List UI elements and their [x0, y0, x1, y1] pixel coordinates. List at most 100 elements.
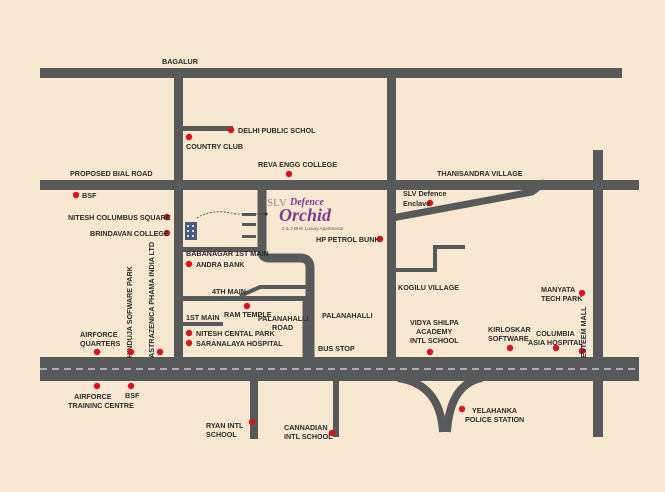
palanahalli-road-label-1: PALANAHALLI — [258, 314, 309, 323]
ram-temple-marker — [243, 302, 251, 310]
canadian-intl-school-label-1: CANNADIAN — [284, 423, 328, 432]
brindavan-college-label: BRINDAVAN COLLEGE — [90, 229, 169, 238]
bsf-top-label: BSF — [82, 191, 97, 200]
country-club-label: COUNTRY CLUB — [186, 142, 243, 151]
slv-defence-enclave-label-1: SLV Defence — [403, 189, 446, 198]
site-pointer-line — [196, 211, 266, 219]
andra-bank-marker — [185, 260, 193, 268]
slv-defence-enclave-label-2: Enclave — [403, 199, 430, 208]
hinduja-software-park-marker — [127, 348, 135, 356]
dps-lane — [183, 126, 233, 131]
canadian-intl-school-marker — [328, 429, 336, 437]
brand-defence-text: Defence — [289, 197, 324, 208]
canadian-intl-school-label-2: INTL SCHOOL — [284, 432, 333, 441]
delhi-public-school-label: DELHI PUBLIC SCHOL — [238, 126, 316, 135]
delhi-public-school-marker — [227, 126, 235, 134]
fourth-main-road — [183, 296, 308, 301]
fourth-main-label: 4TH MAIN — [212, 287, 246, 296]
brand-orchid-text: Orchid — [279, 205, 332, 225]
esteem-mall-marker — [578, 347, 586, 355]
saranalaya-hospital-marker — [185, 339, 193, 347]
road-network — [40, 68, 639, 439]
thanisandra-village-label: THANISANDRA VILLAGE — [437, 169, 523, 178]
ryan-intl-school-marker — [248, 418, 256, 426]
nitesh-columbus-square-label: NITESH COLUMBUS SQUARE — [68, 213, 171, 222]
yelahanka-police-station-marker — [458, 405, 466, 413]
bagalur-road — [40, 68, 622, 78]
slv-defence-enclave-marker — [426, 199, 434, 207]
vidya-shilpa-label-2: ACADEMY — [416, 327, 453, 336]
palanahalli-road — [257, 190, 315, 360]
hinduja-software-park-label: HINDUJA SOFWARE PARK — [125, 265, 134, 358]
bagalur-label: BAGALUR — [162, 57, 199, 66]
columbia-asia-hospital-label-1: COLUMBIA — [536, 329, 575, 338]
vidya-shilpa-marker — [426, 348, 434, 356]
brand-slv-text: SLV — [267, 197, 287, 209]
airforce-training-centre-label-2: TRAININC CENTRE — [68, 401, 134, 410]
kirloskar-software-label-2: SOFTWARE — [488, 334, 529, 343]
road-paths — [239, 179, 548, 433]
bus-stop-label: BUS STOP — [318, 344, 355, 353]
palanahalli-road-label-2: ROAD — [272, 323, 293, 332]
vidya-shilpa-label-1: VIDYA SHILPA — [410, 318, 459, 327]
first-main-road — [183, 322, 223, 326]
astrazenica-label: ASTRAZENICA PHAMA INDIA LTD — [147, 242, 156, 358]
ryan-intl-school-label-2: SCHOOL — [206, 430, 237, 439]
country-club-marker — [185, 133, 193, 141]
manyata-tech-park-marker — [578, 289, 586, 297]
landmark-labels: DELHI PUBLIC SCHOL COUNTRY CLUB REVA ENG… — [68, 126, 588, 441]
bsf-bottom-label: BSF — [125, 391, 140, 400]
east-vertical-road — [593, 150, 603, 437]
site-pointer-dot — [264, 212, 268, 216]
brand-logo: SLV Defence Orchid 2 & 3 BHK Luxury Apar… — [267, 197, 344, 231]
babanagar-1st-main-road — [183, 247, 265, 252]
yelahanka-police-station-label-2: POLICE STATION — [465, 415, 524, 424]
airforce-quarters-label-1: AIRFORCE — [80, 330, 118, 339]
airforce-training-centre-label-1: AIRFORCE — [74, 392, 112, 401]
reva-engg-college-label: REVA ENGG COLLEGE — [258, 160, 337, 169]
yelahanka-curve-east — [443, 374, 483, 433]
marker-layer — [72, 126, 586, 437]
side-lane-2 — [242, 223, 256, 226]
reva-engg-college-marker — [285, 170, 293, 178]
columbia-asia-hospital-marker — [552, 344, 560, 352]
yelahanka-curve-west — [397, 374, 447, 433]
bsf-bottom-marker — [127, 382, 135, 390]
astrazenica-marker — [156, 348, 164, 356]
ryan-school-road — [250, 381, 258, 439]
road-labels: BAGALUR PROPOSED BIAL ROAD THANISANDRA V… — [70, 57, 523, 358]
nitesh-central-park-label: NITESH CENTAL PARK — [196, 329, 275, 338]
hp-petrol-bunk-marker — [376, 235, 384, 243]
airforce-training-centre-marker — [93, 382, 101, 390]
canadian-school-road — [333, 381, 339, 437]
yelahanka-police-station-label-1: YELAHANKA — [472, 406, 517, 415]
babanagar-1st-main-label: BABANAGAR 1ST MAIN — [186, 249, 269, 258]
manyata-tech-park-label-1: MANYATA — [541, 285, 575, 294]
first-main-label: 1ST MAIN — [186, 313, 220, 322]
hp-petrol-bunk-label: HP PETROL BUNK — [316, 235, 380, 244]
manyata-tech-park-label-2: TECH PARK — [541, 294, 583, 303]
kirloskar-software-marker — [506, 344, 514, 352]
ram-temple-lane — [239, 285, 308, 298]
vidya-shilpa-label-3: INTL SCHOOL — [410, 336, 459, 345]
esteem-mall-label: ESTEEM MALL — [579, 306, 588, 358]
central-vertical-road — [387, 68, 396, 360]
airforce-quarters-marker — [93, 348, 101, 356]
kogilu-lane-top — [437, 245, 465, 249]
ryan-intl-school-label-1: RYAN INTL — [206, 421, 244, 430]
proposed-bial-road — [40, 180, 639, 190]
palanahalli-label: PALANAHALLI — [322, 311, 373, 320]
bsf-top-marker — [72, 191, 80, 199]
side-lane-3 — [242, 235, 256, 238]
kogilu-village-label: KOGILU VILLAGE — [398, 283, 459, 292]
kogilu-lane-vertical — [433, 245, 437, 272]
andra-bank-label: ANDRA BANK — [196, 260, 245, 269]
slv-enclave-road — [391, 179, 548, 222]
saranalaya-hospital-label: SARANALAYA HOSPITAL — [196, 339, 283, 348]
kirloskar-software-label-1: KIRLOSKAR — [488, 325, 532, 334]
ram-temple-label: RAM TEMPLE — [224, 310, 272, 319]
airforce-quarters-label-2: QUARTERS — [80, 339, 121, 348]
side-lane-1 — [242, 213, 256, 216]
